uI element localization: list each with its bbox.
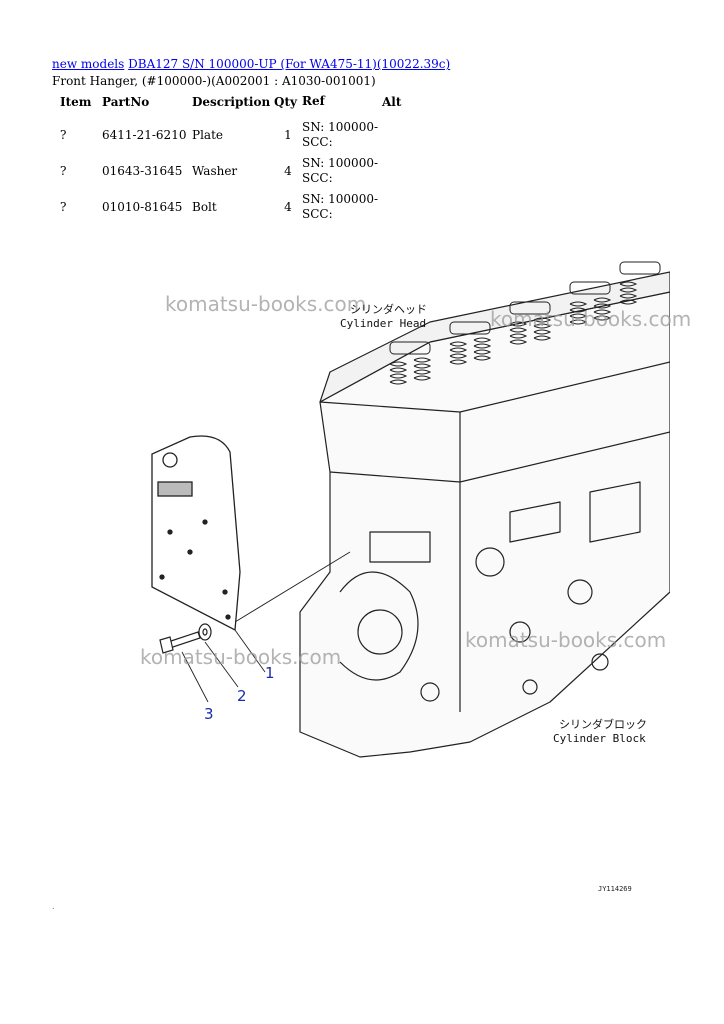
cylinder-head-drawing [319,271,670,403]
cylinder-head-jp: シリンダヘッド [350,303,427,316]
column-header-partno: PartNo [102,94,150,109]
cell-partno: 01010-81645 [102,200,183,214]
watermark-text: komatsu-books.com [465,628,667,652]
column-header-qty: Qty [274,94,297,109]
page-mark: . [52,902,55,911]
cylinder-block-label: シリンダブロック Cylinder Block [553,718,647,746]
cylinder-head-en: Cylinder Head [340,317,427,330]
cell-partno: 01643-31645 [102,164,183,178]
table-header-row: Item PartNo Description Qty Ref Alt [52,92,422,117]
parts-table: Item PartNo Description Qty Ref Alt ? 64… [52,92,422,225]
cylinder-head-label: シリンダヘッド Cylinder Head [340,303,427,331]
callout-1: 1 [265,664,275,682]
figure-code: JY114269 [598,885,632,893]
cylinder-block-drawing [299,291,670,758]
cell-alt [382,117,422,153]
bolt-drawing [159,631,201,654]
ref-line: SN: 100000- [302,192,379,206]
cell-description: Washer [192,164,238,178]
breadcrumb-link-model[interactable]: DBA127 S/N 100000-UP (For WA475-11)(1002… [128,57,451,71]
table-row: ? 01010-81645 Bolt 4 SN: 100000-SCC: [52,189,422,225]
column-header-description: Description [192,94,271,109]
column-header-alt: Alt [382,94,402,109]
ref-line: SCC: [302,135,333,149]
breadcrumb-link-new-models[interactable]: new models [52,57,125,71]
cylinder-block-en: Cylinder Block [553,732,646,745]
cell-qty: 4 [284,200,292,214]
cell-item: ? [60,164,67,178]
callout-2: 2 [237,687,247,705]
table-row: ? 01643-31645 Washer 4 SN: 100000-SCC: [52,153,422,189]
column-header-item: Item [60,94,92,109]
cell-ref: SN: 100000-SCC: [302,189,382,225]
ref-line: SCC: [302,171,333,185]
cell-qty: 1 [284,128,292,142]
parts-diagram [151,261,670,758]
cell-partno: 6411-21-6210 [102,128,187,142]
cell-qty: 4 [284,164,292,178]
ref-line: SN: 100000- [302,120,379,134]
cell-alt [382,153,422,189]
cell-ref: SN: 100000-SCC: [302,117,382,153]
breadcrumb: new models DBA127 S/N 100000-UP (For WA4… [52,57,450,71]
cylinder-block-jp: シリンダブロック [559,718,647,731]
washer-drawing [198,623,212,641]
ref-line: SCC: [302,207,333,221]
callout-3: 3 [204,705,214,723]
table-row: ? 6411-21-6210 Plate 1 SN: 100000-SCC: [52,117,422,153]
column-header-ref: Ref [302,94,325,108]
page-subtitle: Front Hanger, (#100000-)(A002001 : A1030… [52,74,376,88]
hanger-plate-drawing [151,435,241,632]
ref-line: SN: 100000- [302,156,379,170]
cell-description: Plate [192,128,223,142]
cell-description: Bolt [192,200,217,214]
cell-ref: SN: 100000-SCC: [302,153,382,189]
watermark-text: komatsu-books.com [140,645,342,669]
cell-alt [382,189,422,225]
watermark-text: komatsu-books.com [490,307,692,331]
cell-item: ? [60,128,67,142]
watermark-text: komatsu-books.com [165,292,367,316]
cell-item: ? [60,200,67,214]
valve-springs [389,261,661,385]
